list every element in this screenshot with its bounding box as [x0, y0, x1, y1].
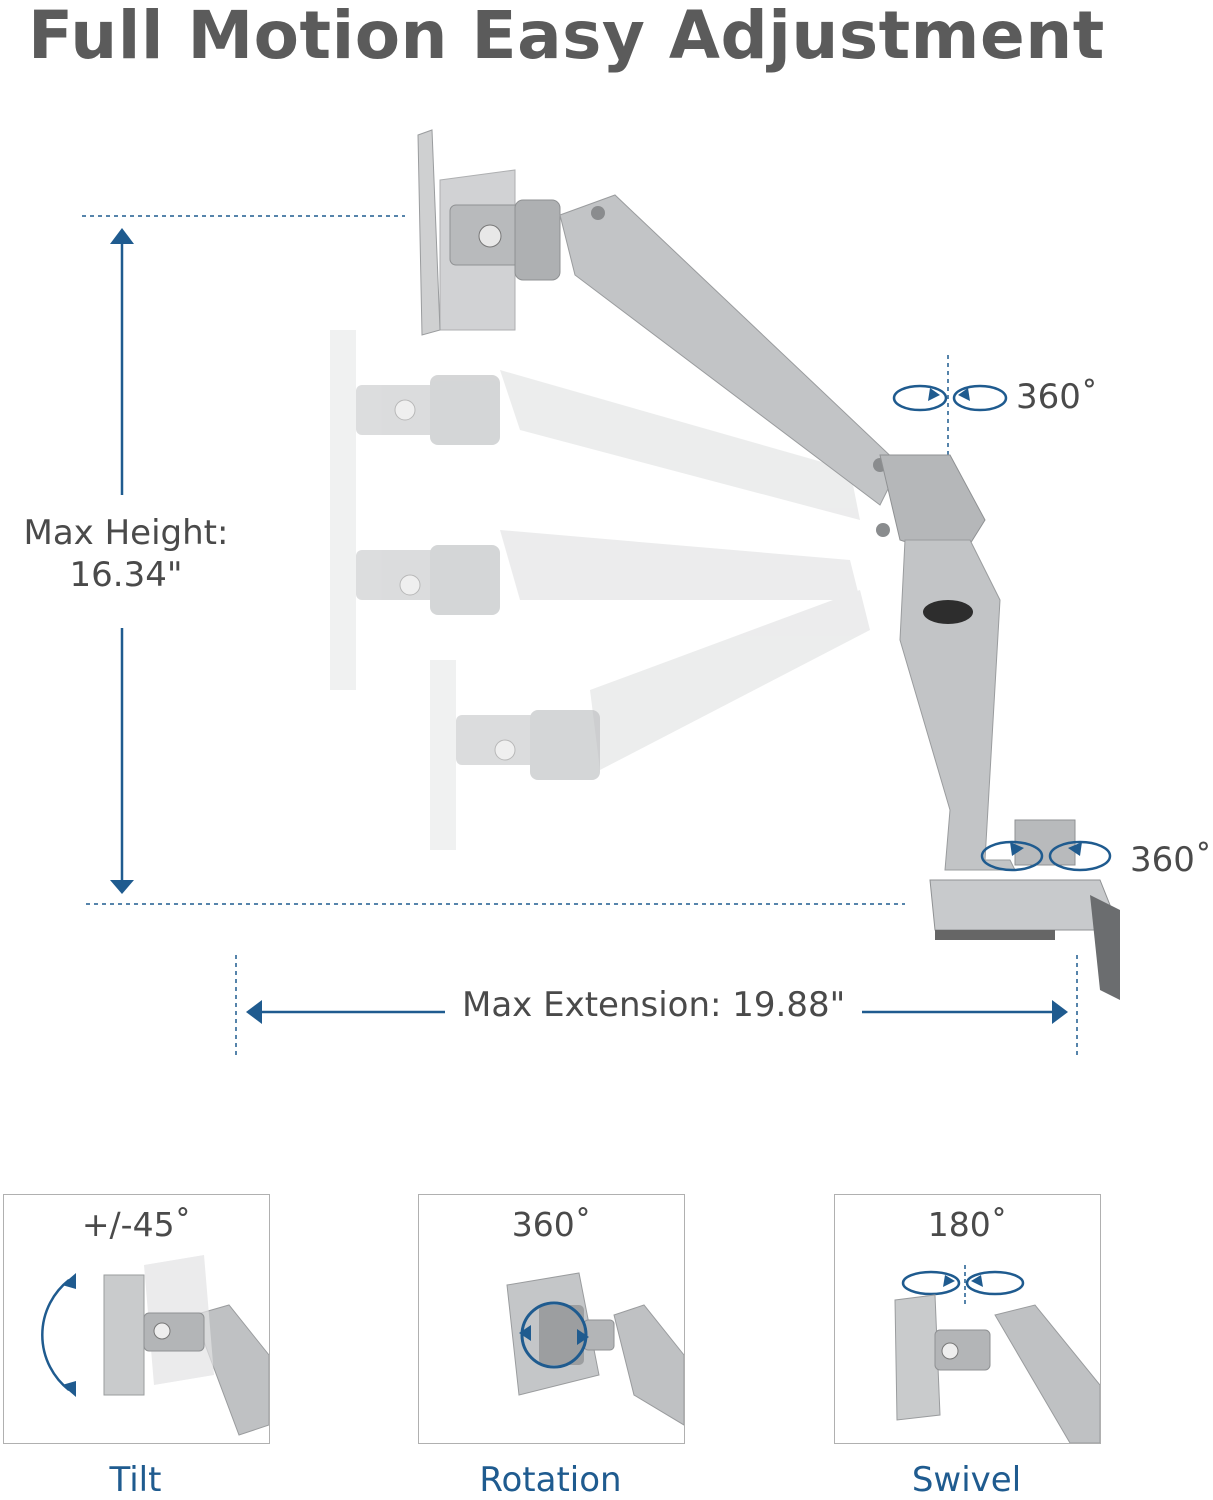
- tilt-angle: +/-45˚: [81, 1205, 192, 1244]
- joint-swivel-angle: 360˚: [1016, 377, 1098, 417]
- max-height-label: Max Height: 16.34": [18, 512, 234, 596]
- page-title: Full Motion Easy Adjustment: [28, 0, 1105, 74]
- height-arrow: [110, 228, 134, 894]
- swivel-illustration: [894, 1265, 1100, 1443]
- base-swivel-arrows: [980, 840, 1112, 872]
- rotation-panel: 360˚: [418, 1194, 685, 1444]
- swivel-panel: 180˚: [834, 1194, 1101, 1444]
- joint-swivel-arrows: [892, 384, 1008, 412]
- extension-arrow: [246, 1000, 1068, 1024]
- mid-arm-positions: [356, 375, 600, 780]
- rotation-caption: Rotation: [479, 1460, 622, 1500]
- swivel-arrow-icon: [901, 1270, 1025, 1296]
- base-swivel-angle: 360˚: [1130, 840, 1212, 880]
- faded-arm-positions: [330, 330, 870, 850]
- rotation-angle: 360˚: [511, 1205, 592, 1244]
- max-height-value: 16.34": [69, 555, 183, 595]
- rotation-illustration: [506, 1272, 684, 1426]
- tilt-illustration: [41, 1255, 269, 1436]
- swivel-angle: 180˚: [927, 1205, 1008, 1244]
- main-arm: [417, 129, 1120, 1000]
- monitor-arm-illustration: [82, 129, 1120, 1055]
- tilt-caption: Tilt: [109, 1460, 162, 1500]
- swivel-caption: Swivel: [911, 1460, 1022, 1500]
- tilt-arrow-icon: [41, 1279, 70, 1391]
- max-extension-label: Max Extension: 19.88": [462, 985, 846, 1025]
- tilt-panel: +/-45˚: [3, 1194, 270, 1444]
- max-height-title: Max Height:: [23, 513, 229, 553]
